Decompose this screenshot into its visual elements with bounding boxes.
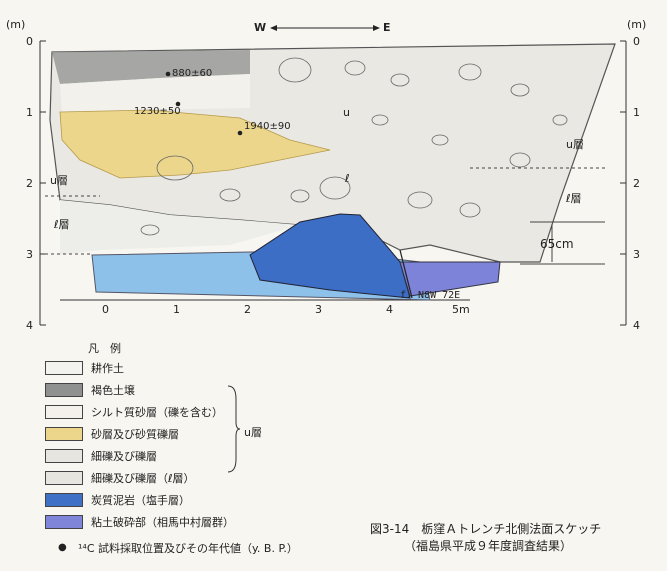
figure-caption-title: 図3-14 栃窪Ａトレンチ北側法面スケッチ (370, 522, 602, 536)
legend-swatch-clay (45, 515, 83, 529)
legend-item: シルト質砂層（礫を含む） (45, 404, 223, 420)
legend-item: 細礫及び礫層（ℓ層） (45, 470, 195, 486)
left-l-layer-label: ℓ層 (54, 218, 70, 231)
legend-item: 炭質泥岩（塩手層） (45, 492, 190, 508)
left-tick-4: 4 (26, 319, 33, 332)
legend-label: 細礫及び礫層 (91, 450, 157, 463)
legend-group-label: u層 (244, 426, 262, 439)
legend-item: 粘土破砕部（相馬中村層群） (45, 514, 234, 530)
c14-dot-icon: ● (58, 542, 67, 553)
bottom-tick-3: 3 (315, 303, 322, 316)
lower-gravel (60, 200, 300, 255)
fault-label: f. N8W 72E (400, 290, 461, 301)
legend-item: 耕作土 (45, 360, 124, 376)
sand-layer (59, 109, 331, 179)
legend-swatch-sand (45, 427, 83, 441)
right-u-layer-label: u層 (566, 138, 584, 151)
legend-swatch-gravel-u (45, 449, 83, 463)
right-tick-4: 4 (633, 319, 640, 332)
date-label-2: 1230±50 (134, 106, 181, 117)
legend-label: 耕作土 (91, 362, 124, 375)
offset-label: 65cm (540, 237, 574, 251)
u-layer-brace (227, 385, 240, 473)
left-u-layer-label: u層 (50, 174, 68, 187)
date-label-3: 1940±90 (244, 121, 291, 132)
right-tick-1: 1 (633, 106, 640, 119)
sample-point-1 (165, 71, 171, 77)
right-tick-3: 3 (633, 248, 640, 261)
bottom-tick-1: 1 (173, 303, 180, 316)
date-label-1: 880±60 (172, 68, 213, 79)
legend-title: 凡 例 (88, 342, 121, 355)
legend-swatch-cultivated (45, 361, 83, 375)
c14-note: ¹⁴C 試料採取位置及びその年代値（y. B. P.） (78, 542, 298, 555)
legend-swatch-mudstone (45, 493, 83, 507)
sample-point-3 (237, 130, 243, 136)
right-tick-2: 2 (633, 177, 640, 190)
bottom-tick-4: 4 (386, 303, 393, 316)
east-label: E (383, 21, 391, 34)
bottom-tick-0: 0 (102, 303, 109, 316)
legend-swatch-brown-soil (45, 383, 83, 397)
left-tick-0: 0 (26, 35, 33, 48)
legend-label: 細礫及び礫層（ℓ層） (91, 472, 195, 485)
silt-layer (60, 74, 250, 114)
legend-label: 炭質泥岩（塩手層） (91, 494, 190, 507)
left-tick-3: 3 (26, 248, 33, 261)
brown-soil-layer (52, 50, 250, 84)
trench-sketch (39, 25, 627, 326)
right-unit-label: (m) (627, 18, 647, 31)
right-tick-0: 0 (633, 35, 640, 48)
mudstone-dark (249, 213, 411, 299)
legend-item: 砂層及び砂質礫層 (45, 426, 179, 442)
left-unit-label: (m) (6, 18, 26, 31)
legend-label: 褐色土壌 (91, 384, 135, 397)
u-mark: u (343, 106, 350, 119)
legend-swatch-gravel-l (45, 471, 83, 485)
bottom-tick-5m: 5m (452, 303, 470, 316)
clay-zone (399, 261, 501, 297)
west-label: W (254, 21, 267, 34)
left-tick-1: 1 (26, 106, 33, 119)
legend-label: 砂層及び砂質礫層 (91, 428, 179, 441)
sample-point-2 (175, 101, 181, 107)
right-l-layer-label: ℓ層 (566, 192, 582, 205)
legend-item: 細礫及び礫層 (45, 448, 157, 464)
legend-label: 粘土破砕部（相馬中村層群） (91, 516, 234, 529)
legend-label: シルト質砂層（礫を含む） (91, 406, 223, 419)
figure-caption-source: （福島県平成９年度調査結果） (404, 539, 573, 553)
l-mark: ℓ (345, 172, 350, 185)
legend-swatch-silt (45, 405, 83, 419)
bottom-tick-2: 2 (244, 303, 251, 316)
left-tick-2: 2 (26, 177, 33, 190)
legend-item: 褐色土壌 (45, 382, 135, 398)
